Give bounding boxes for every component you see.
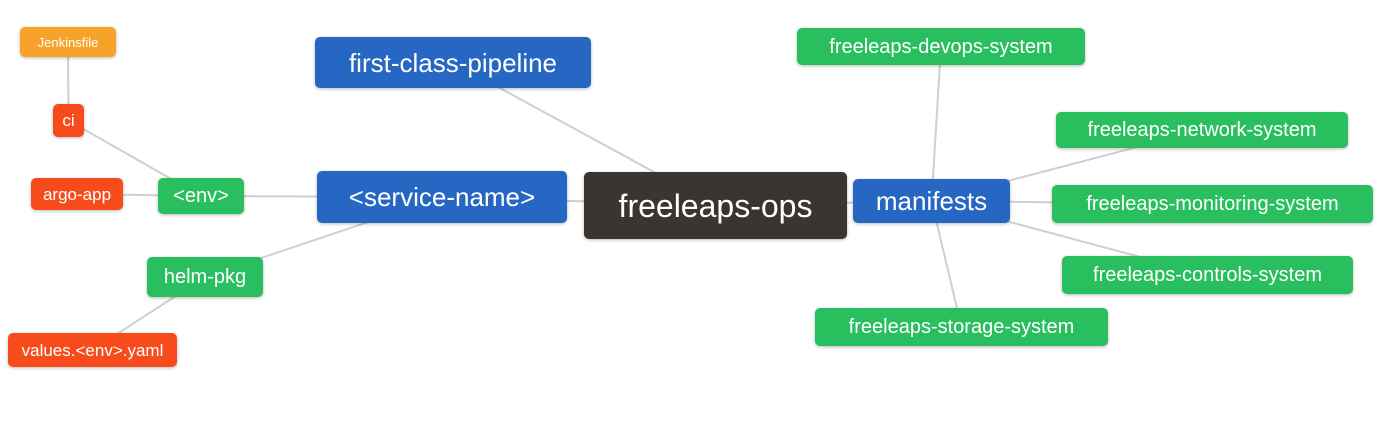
node-freeleaps-storage-system[interactable]: freeleaps-storage-system	[815, 308, 1108, 346]
node-helm-pkg[interactable]: helm-pkg	[147, 257, 263, 297]
node-service-name[interactable]: <service-name>	[317, 171, 567, 223]
node-freeleaps-devops-system[interactable]: freeleaps-devops-system	[797, 28, 1085, 65]
node-argo-app[interactable]: argo-app	[31, 178, 123, 210]
node-first-class-pipeline[interactable]: first-class-pipeline	[315, 37, 591, 88]
node-jenkinsfile[interactable]: Jenkinsfile	[20, 27, 116, 57]
edge-manifests--freeleaps-devops-system	[930, 46, 942, 202]
node-freeleaps-controls-system[interactable]: freeleaps-controls-system	[1062, 256, 1353, 294]
node-env[interactable]: <env>	[158, 178, 244, 214]
node-values-env-yaml[interactable]: values.<env>.yaml	[8, 333, 177, 367]
node-manifests[interactable]: manifests	[853, 179, 1010, 223]
node-ci[interactable]: ci	[53, 104, 84, 137]
node-freeleaps-monitoring-system[interactable]: freeleaps-monitoring-system	[1052, 185, 1373, 223]
node-freeleaps-ops[interactable]: freeleaps-ops	[584, 172, 847, 239]
node-freeleaps-network-system[interactable]: freeleaps-network-system	[1056, 112, 1348, 148]
